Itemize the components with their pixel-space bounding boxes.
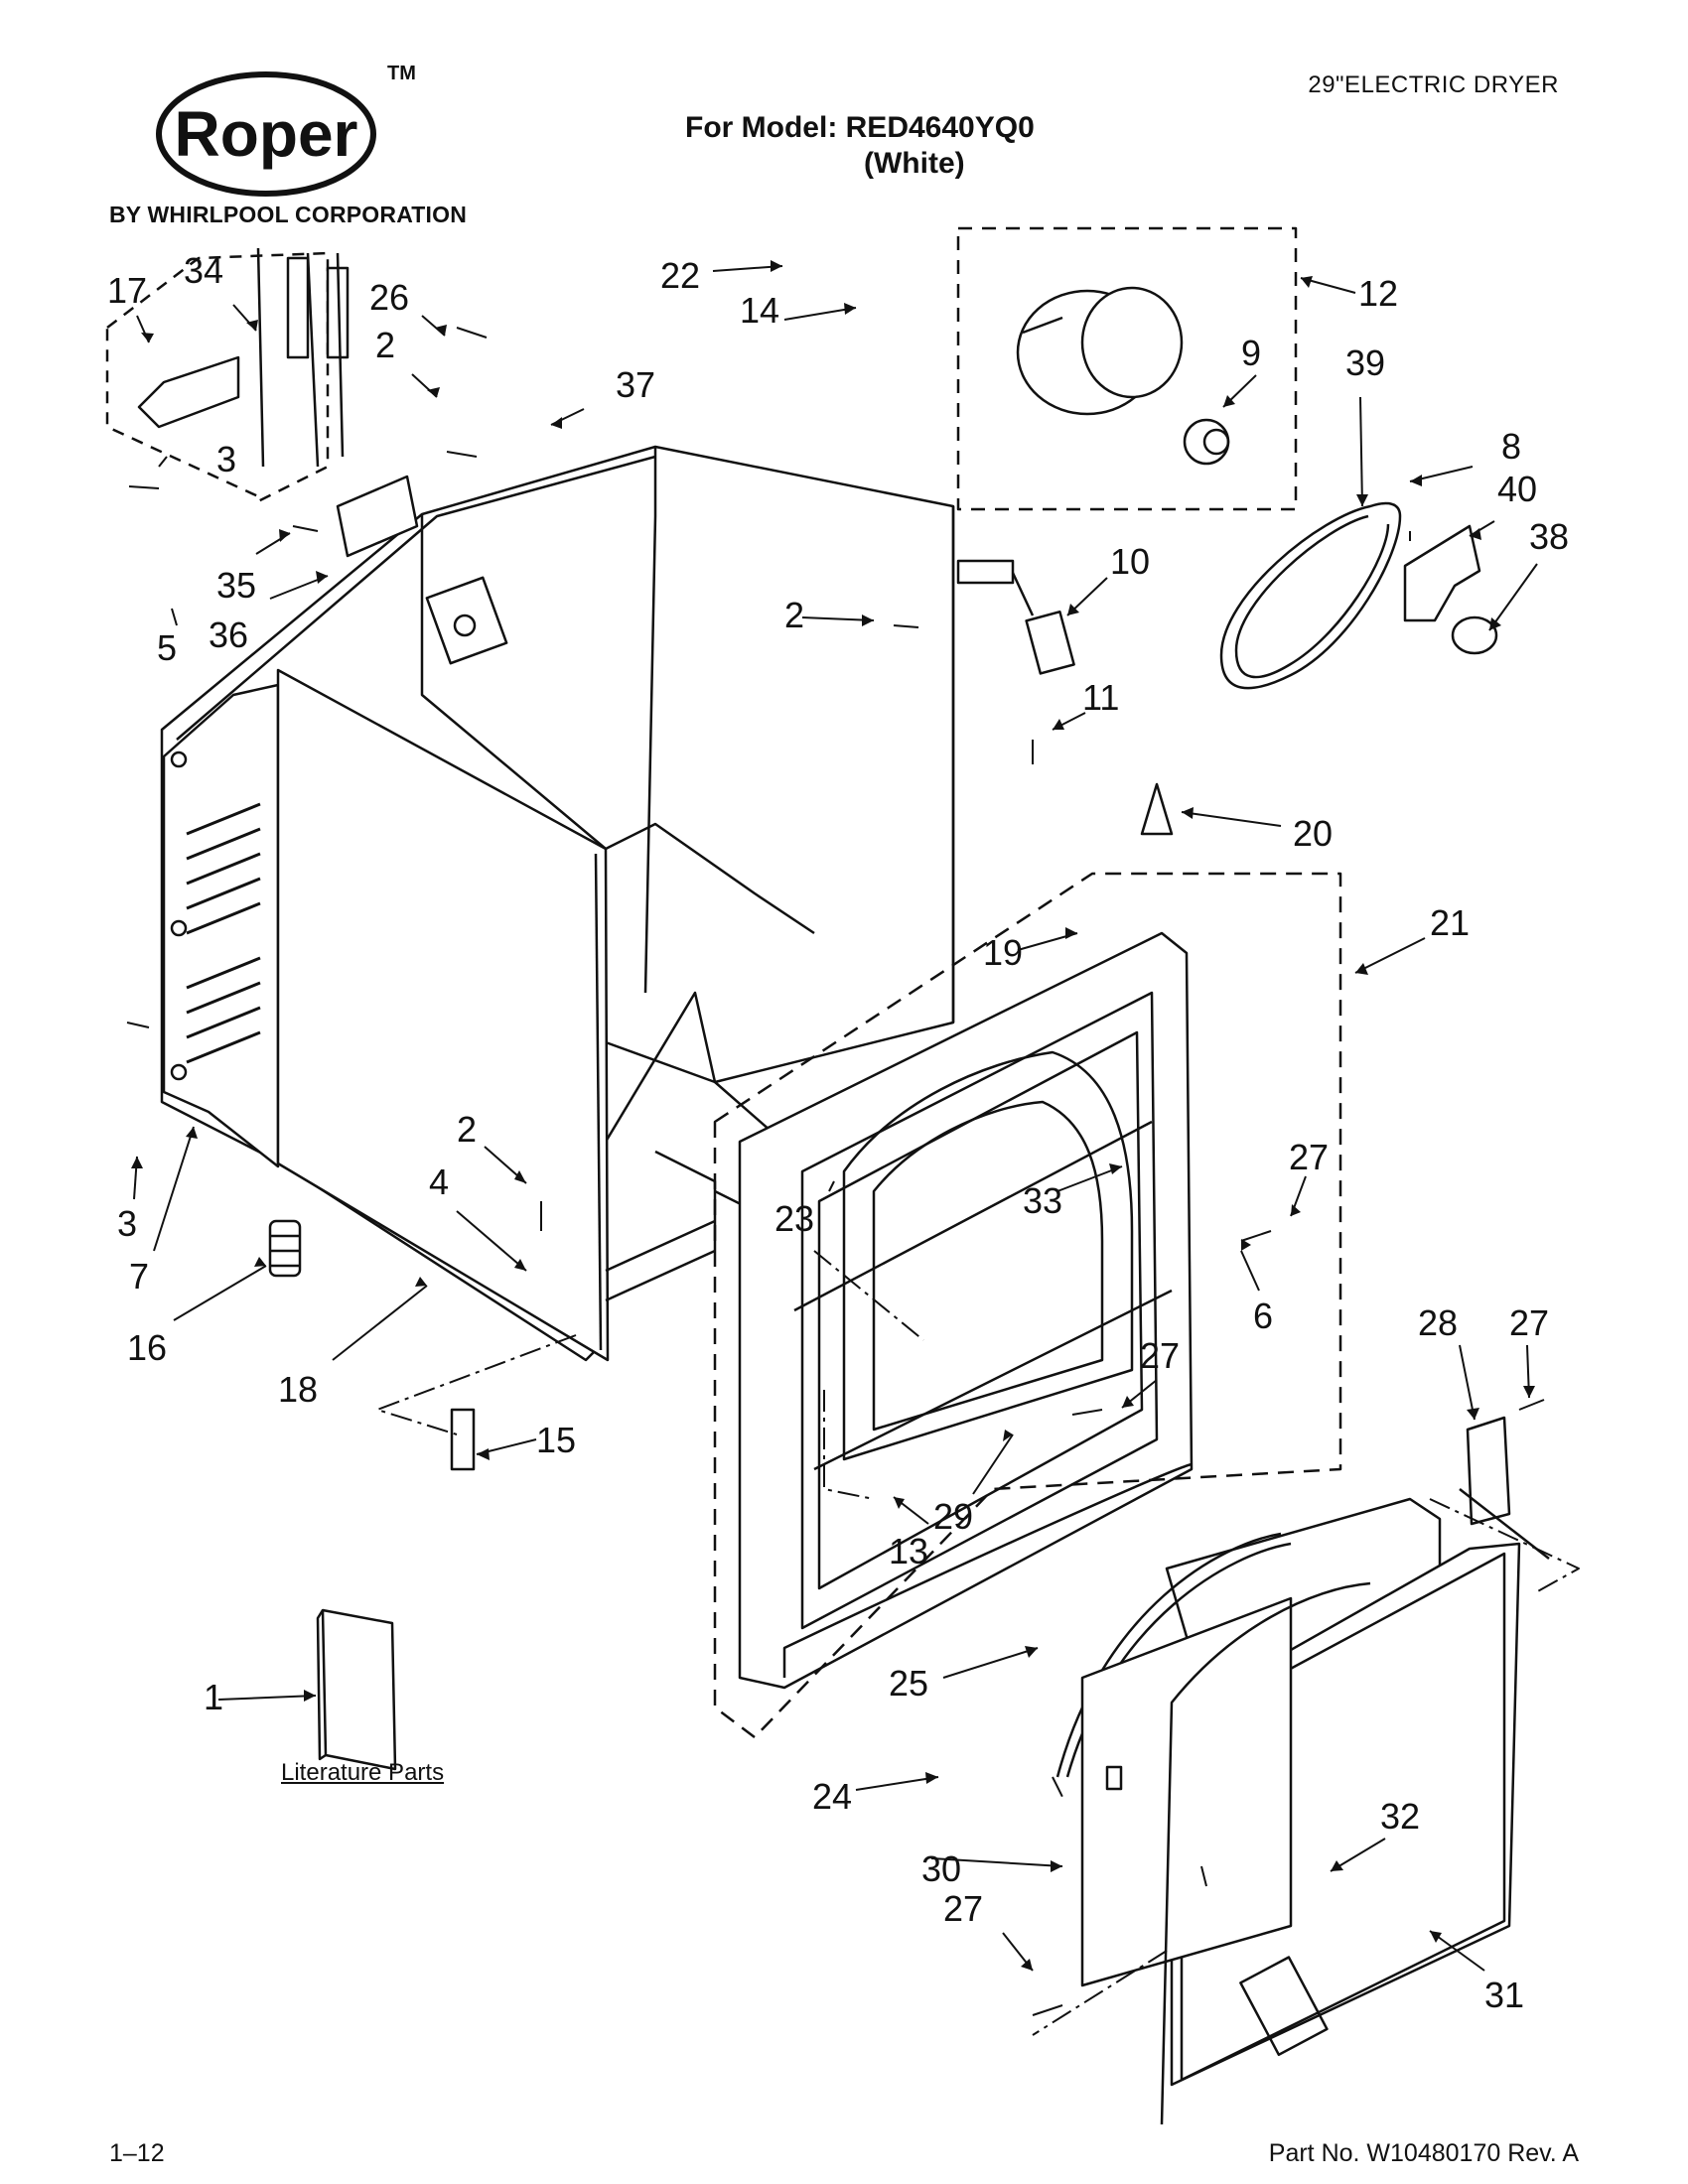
callout-9: 9 xyxy=(1241,333,1261,373)
callout-11: 11 xyxy=(1082,677,1119,718)
door-hinge xyxy=(1466,1416,1511,1526)
product-type-label: 29"ELECTRIC DRYER xyxy=(1308,71,1559,98)
callout-3a: 3 xyxy=(216,439,236,479)
front-panel xyxy=(738,931,1194,1690)
literature-parts-label: Literature Parts xyxy=(281,1759,445,1786)
door-assembly xyxy=(1055,1497,1521,2125)
callout-10: 10 xyxy=(1110,541,1150,582)
screws xyxy=(126,327,1545,2016)
callout-2a: 2 xyxy=(375,325,395,365)
callout-28: 28 xyxy=(1418,1302,1458,1343)
callout-27b: 27 xyxy=(1140,1335,1180,1376)
callout-35: 35 xyxy=(216,565,256,606)
callout-16: 16 xyxy=(127,1327,167,1368)
callout-21: 21 xyxy=(1430,902,1470,943)
idler-pulley xyxy=(1451,615,1498,655)
callout-29: 29 xyxy=(933,1496,973,1537)
callout-39: 39 xyxy=(1345,342,1385,383)
callout-40: 40 xyxy=(1497,469,1537,509)
callout-37: 37 xyxy=(616,364,655,405)
callout-33: 33 xyxy=(1023,1180,1062,1221)
callout-26: 26 xyxy=(369,277,409,318)
cabinet xyxy=(160,445,955,1362)
callout-12: 12 xyxy=(1358,273,1398,314)
callout-34: 34 xyxy=(184,250,223,291)
callout-36: 36 xyxy=(209,614,248,655)
callout-13: 13 xyxy=(889,1531,928,1571)
callout-31: 31 xyxy=(1484,1975,1524,2015)
callout-19: 19 xyxy=(983,932,1023,973)
callout-7: 7 xyxy=(129,1256,149,1297)
model-number: For Model: RED4640YQ0 xyxy=(685,111,1035,144)
leveling-leg xyxy=(268,1219,302,1278)
callout-17: 17 xyxy=(107,270,147,311)
callout-20: 20 xyxy=(1293,813,1333,854)
callout-3b: 3 xyxy=(117,1203,137,1244)
callout-32: 32 xyxy=(1380,1796,1420,1837)
brand-name: Roper xyxy=(175,98,358,170)
callout-24: 24 xyxy=(812,1776,852,1817)
callout-27d: 27 xyxy=(943,1888,983,1929)
brand-subtitle: BY WHIRLPOOL CORPORATION xyxy=(109,202,468,227)
callout-38: 38 xyxy=(1529,516,1569,557)
page-number: 1–12 xyxy=(109,2139,165,2167)
callout-27a: 27 xyxy=(1289,1137,1329,1177)
callout-5: 5 xyxy=(157,627,177,668)
terminal-block xyxy=(137,247,419,558)
callout-14: 14 xyxy=(740,290,779,331)
callout-2c: 2 xyxy=(457,1109,477,1150)
drive-motor xyxy=(1016,286,1230,466)
roper-logo: Roper TM xyxy=(156,63,416,197)
callout-25: 25 xyxy=(889,1663,928,1704)
drive-belt xyxy=(1219,501,1402,690)
callout-15: 15 xyxy=(536,1420,576,1460)
callout-2b: 2 xyxy=(784,595,804,635)
callout-22: 22 xyxy=(660,255,700,296)
literature-pack xyxy=(321,1608,397,1771)
callout-1: 1 xyxy=(204,1677,223,1717)
idler-bracket xyxy=(1403,524,1481,622)
callout-6: 6 xyxy=(1253,1296,1273,1336)
trademark-mark: TM xyxy=(387,63,416,84)
callout-8: 8 xyxy=(1501,426,1521,467)
callout-4: 4 xyxy=(429,1161,449,1202)
model-color: (White) xyxy=(864,147,965,180)
callout-23: 23 xyxy=(774,1198,814,1239)
callout-30: 30 xyxy=(921,1848,961,1889)
callout-27c: 27 xyxy=(1509,1302,1549,1343)
callout-18: 18 xyxy=(278,1369,318,1410)
part-number: Part No. W10480170 Rev. A xyxy=(1268,2139,1579,2167)
